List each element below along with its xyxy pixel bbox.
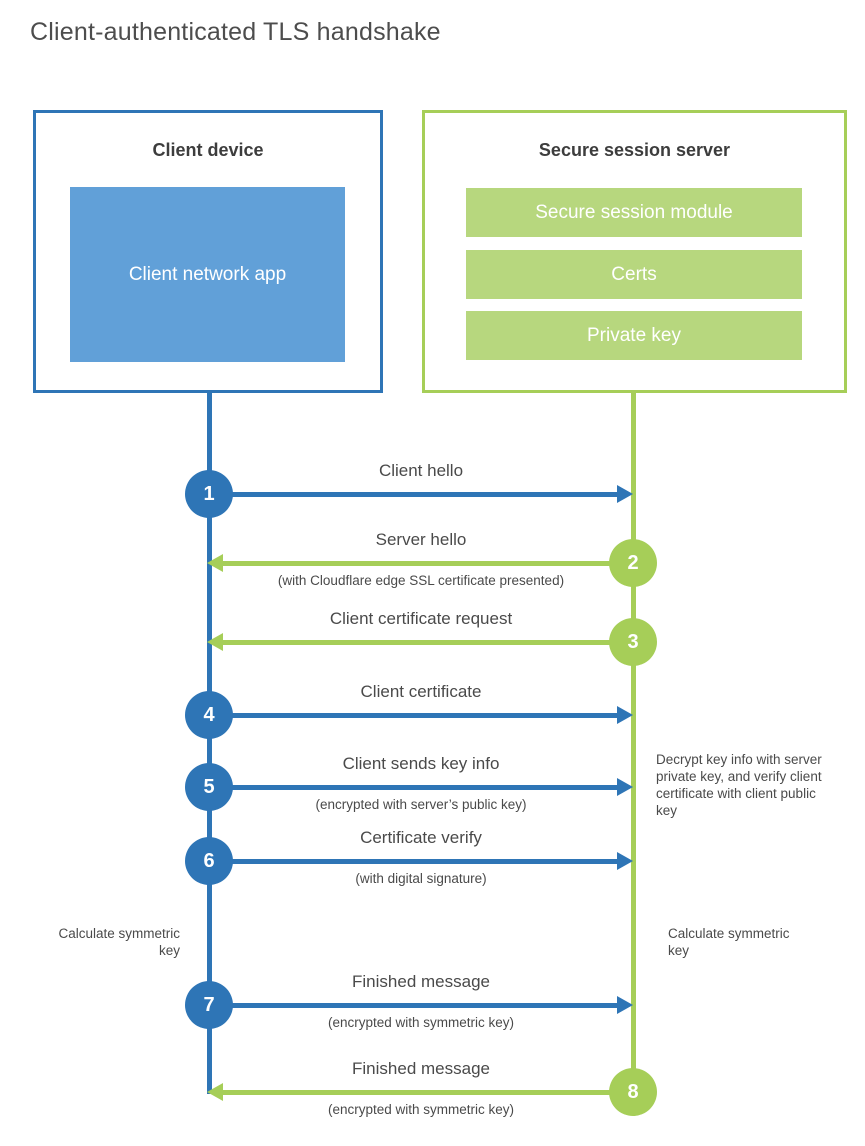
step-4-badge: 4 xyxy=(185,691,233,739)
step-8-badge: 8 xyxy=(609,1068,657,1116)
step-6-label: Certificate verify xyxy=(360,828,482,847)
page-title: Client-authenticated TLS handshake xyxy=(30,18,441,46)
step-5-badge: 5 xyxy=(185,763,233,811)
step-2-arrow xyxy=(223,561,633,566)
server-module-private-key: Private key xyxy=(466,311,802,360)
step-7-arrow xyxy=(209,1003,617,1008)
step-1-arrow xyxy=(209,492,617,497)
step-5-arrow xyxy=(209,785,617,790)
step-3-arrow xyxy=(223,640,633,645)
server-module-secure-session-module: Secure session module xyxy=(466,188,802,237)
calculate-symmetric-key-note-client: Calculate symmetric key xyxy=(58,926,180,958)
step-8-label: Finished message xyxy=(352,1059,490,1078)
step-1-label: Client hello xyxy=(378,461,464,480)
step-2-label: Server hello xyxy=(375,530,467,549)
step-5-arrowhead xyxy=(617,778,633,796)
step-6-badge: 6 xyxy=(185,837,233,885)
client-device-box: Client device Client network app xyxy=(33,110,383,393)
secure-session-server-title: Secure session server xyxy=(538,140,731,160)
step-8-sublabel: (encrypted with symmetric key) xyxy=(327,1102,515,1117)
step-7-label: Finished message xyxy=(352,972,490,991)
step-2-arrowhead xyxy=(207,554,223,572)
step-3-badge: 3 xyxy=(609,618,657,666)
secure-session-server-box: Secure session server Secure session mod… xyxy=(422,110,847,393)
step-8-arrowhead xyxy=(207,1083,223,1101)
client-device-title: Client device xyxy=(152,140,264,160)
step-7-sublabel: (encrypted with symmetric key) xyxy=(327,1015,515,1030)
step-1-badge: 1 xyxy=(185,470,233,518)
step-3-label: Client certificate request xyxy=(329,609,513,628)
step-4-label: Client certificate xyxy=(360,682,482,701)
step-2-sublabel: (with Cloudflare edge SSL certificate pr… xyxy=(277,573,565,588)
step-5-label: Client sends key info xyxy=(342,754,500,773)
step-6-arrow xyxy=(209,859,617,864)
decrypt-note: Decrypt key info with server private key… xyxy=(656,752,822,818)
step-6-sublabel: (with digital signature) xyxy=(355,871,487,886)
client-network-app-box: Client network app xyxy=(70,187,345,362)
step-3-arrowhead xyxy=(207,633,223,651)
step-4-arrowhead xyxy=(617,706,633,724)
calculate-symmetric-key-note-server: Calculate symmetric key xyxy=(668,926,790,958)
server-module-certs: Certs xyxy=(466,250,802,299)
step-4-arrow xyxy=(209,713,617,718)
step-8-arrow xyxy=(223,1090,633,1095)
step-1-arrowhead xyxy=(617,485,633,503)
step-2-badge: 2 xyxy=(609,539,657,587)
client-lifeline xyxy=(207,391,212,1094)
step-7-badge: 7 xyxy=(185,981,233,1029)
step-5-sublabel: (encrypted with server’s public key) xyxy=(315,797,527,812)
step-6-arrowhead xyxy=(617,852,633,870)
server-lifeline xyxy=(631,391,636,1092)
step-7-arrowhead xyxy=(617,996,633,1014)
